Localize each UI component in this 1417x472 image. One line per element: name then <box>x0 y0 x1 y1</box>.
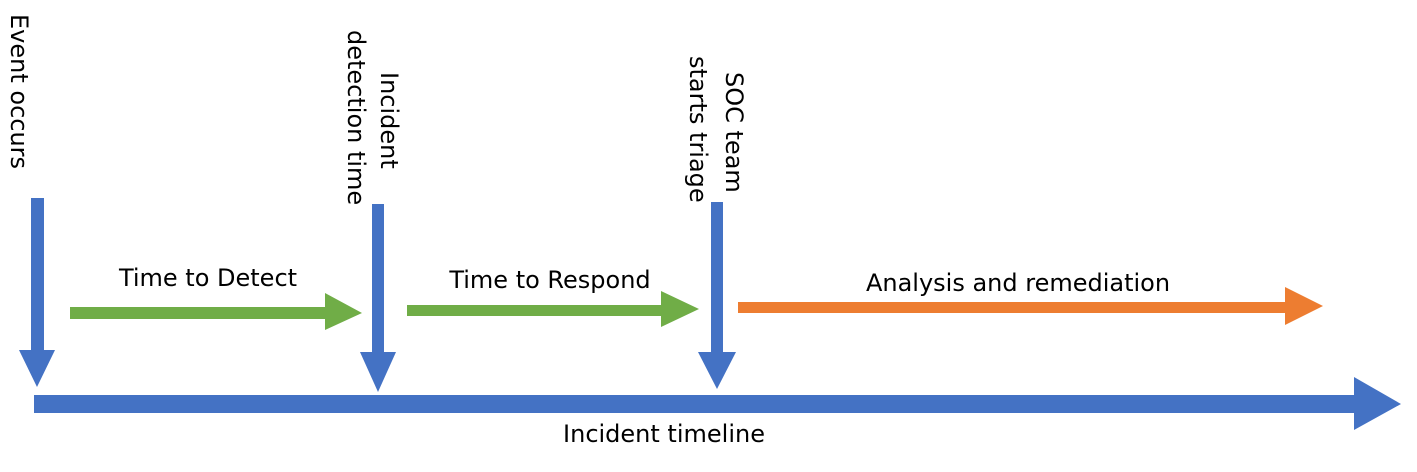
phase-arrow-time-to-respond <box>407 291 699 327</box>
event-label-triage-line2: starts triage <box>684 56 712 203</box>
phase-label-time-to-detect: Time to Detect <box>118 264 297 292</box>
phase-arrow-time-to-detect <box>70 293 362 330</box>
event-arrow-triage <box>698 202 736 389</box>
timeline-label: Incident timeline <box>563 420 765 448</box>
event-label-event-occurs: Event occurs <box>5 14 33 169</box>
phase-label-analysis: Analysis and remediation <box>866 269 1170 297</box>
event-label-detection-line1: Incident <box>375 72 403 169</box>
timeline-arrow <box>34 377 1401 430</box>
event-label-detection-line2: detection time <box>342 30 370 205</box>
phase-label-time-to-respond: Time to Respond <box>448 266 650 294</box>
phase-arrow-analysis <box>738 287 1323 325</box>
event-arrow-event-occurs <box>19 198 55 387</box>
event-arrow-detection <box>360 204 396 392</box>
event-label-triage-line1: SOC team <box>720 72 748 193</box>
